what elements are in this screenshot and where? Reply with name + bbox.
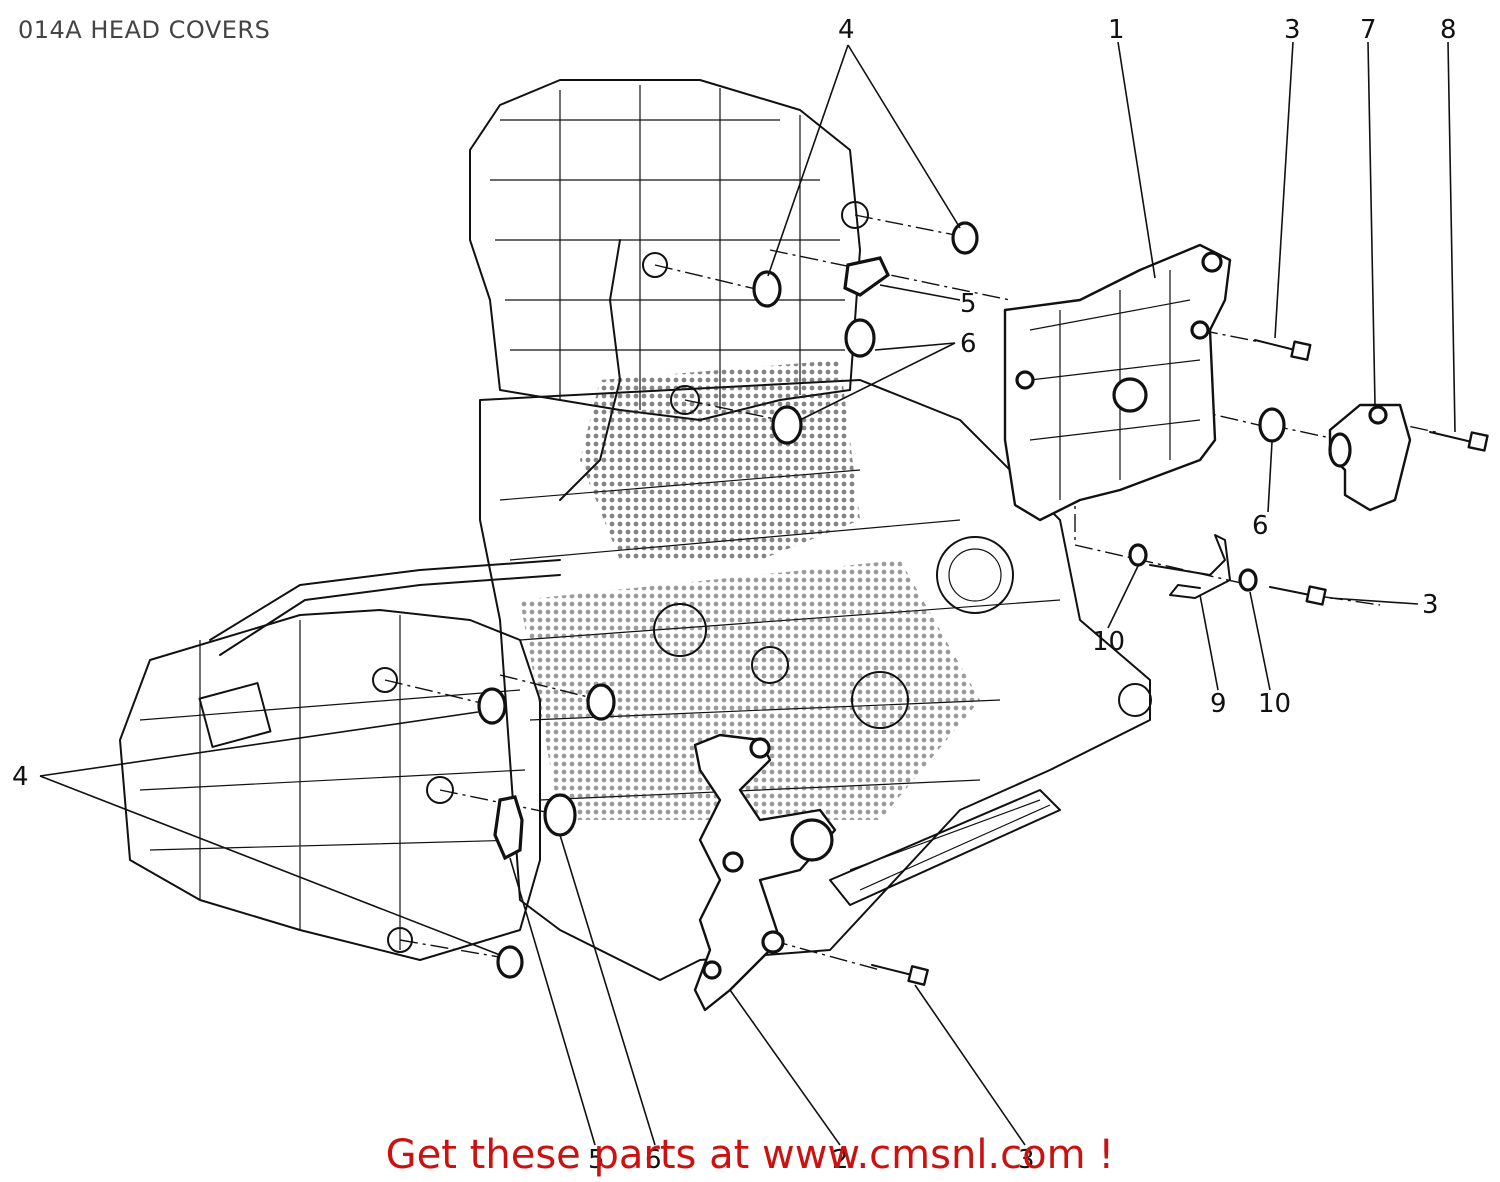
o-ring-6-upper-b <box>771 405 803 445</box>
o-ring-4-top-a <box>951 221 979 255</box>
bolt-3-top <box>1254 339 1312 361</box>
o-ring-4-left-c <box>496 945 524 979</box>
callout-2: 2 <box>832 1145 849 1175</box>
callout-3-top: 3 <box>1284 15 1301 45</box>
callout-6-right: 6 <box>1252 511 1269 541</box>
o-ring-6-upper-a <box>844 318 876 358</box>
head-cover-upper <box>1003 243 1232 522</box>
gasket-5-lower <box>493 795 524 861</box>
callout-5-bottom: 5 <box>588 1145 605 1175</box>
callout-8: 8 <box>1440 15 1457 45</box>
washer-10-left <box>1128 543 1148 567</box>
washer-10-right <box>1238 568 1258 592</box>
callout-4-top: 4 <box>838 15 855 45</box>
callout-5-upper: 5 <box>960 289 977 319</box>
callout-7: 7 <box>1360 15 1377 45</box>
watermark-link-text: Get these parts at www.cmsnl.com ! <box>385 1132 1115 1178</box>
clip-9 <box>1149 534 1231 599</box>
o-ring-6-lower <box>543 793 577 837</box>
callout-4-left: 4 <box>12 762 29 792</box>
diagram-title: 014A HEAD COVERS <box>18 16 271 44</box>
engine-assembly <box>119 79 1152 981</box>
callout-labels: 4 1 3 7 8 5 6 6 3 10 9 10 4 5 6 2 3 <box>12 15 1457 1175</box>
callout-6-upper: 6 <box>960 329 977 359</box>
leader-lines <box>39 41 1456 1146</box>
gasket-5-upper <box>843 256 891 297</box>
bolt-3-right <box>1269 585 1327 606</box>
callout-10-left: 10 <box>1092 627 1125 657</box>
bolt-8 <box>1429 431 1489 452</box>
loose-parts <box>477 221 1489 1012</box>
callout-6-bottom: 6 <box>645 1145 662 1175</box>
bolt-3-bottom <box>871 964 929 986</box>
callout-3-bottom: 3 <box>1018 1145 1035 1175</box>
o-ring-4-left-a <box>477 687 507 725</box>
callout-1: 1 <box>1108 15 1125 45</box>
o-ring-6-right <box>1258 407 1286 443</box>
callout-3-right: 3 <box>1422 590 1439 620</box>
callout-9: 9 <box>1210 689 1227 719</box>
callout-10-right: 10 <box>1258 689 1291 719</box>
o-ring-4-top-b <box>752 270 782 308</box>
o-ring-4-left-b <box>586 683 616 721</box>
